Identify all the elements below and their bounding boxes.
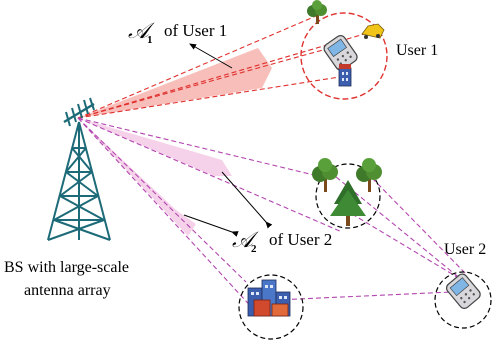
arrow-a2-up (221, 171, 273, 229)
label-user2: User 2 (444, 241, 486, 258)
tree-icon (307, 0, 327, 24)
car-icon (361, 23, 385, 39)
svg-text:1: 1 (147, 34, 153, 46)
svg-text:2: 2 (251, 243, 257, 255)
phone-icon-user1 (323, 35, 358, 71)
label-bs-line2: antenna array (24, 282, 111, 299)
trees-icon (312, 158, 382, 226)
beam-user1 (78, 48, 272, 118)
svg-text:of User 1: of User 1 (164, 21, 227, 40)
phone-icon-user2 (445, 273, 481, 309)
svg-text:of User 2: of User 2 (269, 230, 332, 249)
label-a1: 𝒜 1 of User 1 (128, 19, 227, 46)
buildings-scatter-circle (238, 274, 304, 340)
label-user1: User 1 (396, 42, 438, 59)
building-icon-small (338, 64, 352, 87)
arrow-a1 (189, 43, 233, 69)
bs-tower-icon (47, 97, 111, 241)
label-a2: 𝒜 2 of User 2 (232, 228, 332, 255)
arrow-a2-left (183, 214, 239, 237)
user1-scatter-circle (300, 12, 388, 100)
buildings-icon (247, 279, 291, 317)
beam-user2-trees (78, 118, 232, 176)
user2-scatter-circle (434, 271, 492, 329)
label-bs-line1: BS with large-scale (4, 259, 129, 276)
trees-scatter-circle (315, 163, 381, 229)
